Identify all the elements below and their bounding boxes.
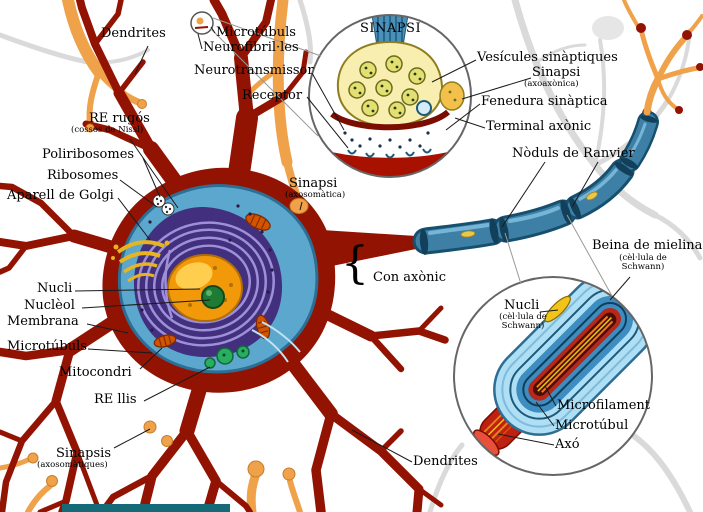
axon-terminal [622, 0, 703, 116]
label-dendrites-bottom: Dendrites [413, 454, 478, 469]
label-fenedura-sinaptica: Fenedura sinàptica [481, 94, 608, 109]
label-aparell-de-golgi: Aparell de Golgi [7, 188, 114, 203]
label-beina-de-mielina-sub: (cèl·lula de Schwann) [619, 253, 667, 272]
label-sinapsis-sub: (axosomàtiques) [37, 460, 108, 470]
label-sinapsi-axoaxonica-sub: (axoaxònica) [524, 79, 579, 89]
label-nucli: Nucli [37, 281, 73, 296]
label-microtubul: Microtúbul [555, 418, 629, 433]
label-microtubuls-soma: Microtúbuls [7, 339, 87, 354]
label-dendrites-top: Dendrites [101, 26, 166, 41]
label-mitocondri: Mitocondri [59, 365, 132, 380]
label-vesicules-sinaptiques: Vesícules sinàptiques [477, 50, 618, 65]
label-re-llis: RE llis [94, 392, 137, 407]
soma-interior [111, 184, 319, 374]
axon-myelin [412, 111, 659, 255]
label-sinapsi-axoaxonica: Sinapsi [532, 65, 581, 80]
label-neurofibrilles: Neurofibril·les [203, 40, 299, 55]
synapse-inset [308, 14, 472, 178]
magnifier [190, 11, 613, 297]
label-neurotransmissor: Neurotransmissor [194, 63, 314, 78]
label-terminal-axonic: Terminal axònic [486, 119, 592, 134]
label-sinapsis: Sinapsis [56, 446, 112, 461]
label-poliribosomes: Poliribosomes [42, 147, 135, 162]
label-microfilament: Microfilament [557, 398, 650, 413]
label-con-axonic: Con axònic [373, 270, 446, 285]
label-nucli-schwann-sub: (cèl·lula de Schwann) [499, 312, 547, 331]
con-axonic-brace: { [341, 238, 369, 289]
label-membrana: Membrana [7, 314, 79, 329]
label-noduls-de-ranvier: Nòduls de Ranvier [512, 146, 635, 161]
synapse-knobs [27, 99, 309, 487]
label-nucli-schwann: Nucli [504, 298, 540, 313]
label-beina-de-mielina: Beina de mielina [592, 238, 703, 253]
label-re-rugos-sub: (cossos de Nissl) [71, 125, 144, 135]
label-sinapsi-axosomatica-sub: (axosomàtica) [285, 190, 346, 200]
label-sinapsi-inset-title: SINAPSI [360, 21, 422, 36]
label-nucleol: Nuclèol [24, 298, 75, 313]
leader-lines [74, 26, 631, 463]
label-receptor: Receptor [242, 88, 303, 103]
label-sinapsi-axosomatica: Sinapsi [289, 176, 338, 191]
label-re-rugos: RE rugós [89, 111, 150, 126]
neighbor-dendrites [0, 0, 303, 512]
label-microtubuls-top: Microtúbuls [216, 25, 296, 40]
label-axo: Axó [555, 437, 580, 452]
footer-bar [62, 504, 230, 512]
label-ribosomes: Ribosomes [47, 168, 119, 183]
